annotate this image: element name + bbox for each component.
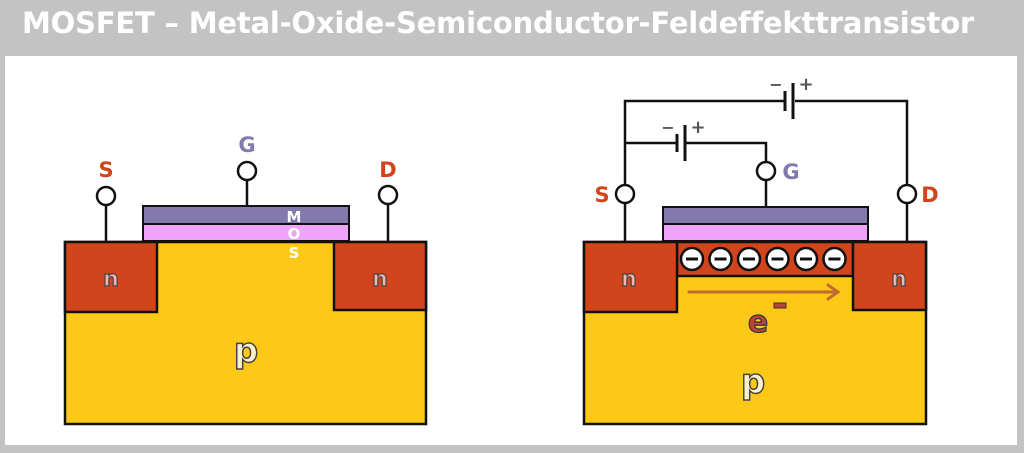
mos-letter-s: S	[289, 244, 300, 262]
metal-gate-on	[662, 206, 869, 225]
n-label-drain: n	[372, 267, 388, 292]
left-mosfet: S G D M O S n n p	[63, 133, 428, 426]
circuit-wires	[623, 99, 909, 242]
drain-battery-icon: − +	[769, 74, 814, 119]
n-region-drain	[332, 240, 428, 312]
right-mosfet: − + − + S G D e	[582, 74, 939, 426]
drain-label-on: D	[921, 183, 938, 207]
electron-flow-arrow-icon	[687, 283, 841, 301]
channel-charges	[679, 246, 847, 272]
metal-gate	[142, 205, 350, 225]
p-label: p	[234, 331, 258, 371]
electron-charge-icon	[679, 246, 705, 272]
n-region-source-on	[582, 240, 679, 314]
n-label-source: n	[103, 267, 119, 292]
electron-charge-icon	[793, 246, 819, 272]
drain-terminal-on	[896, 183, 918, 205]
n-region-source	[63, 240, 159, 314]
mos-letter-m: M	[287, 208, 302, 226]
svg-text:−: −	[769, 75, 782, 94]
electron-superscript	[773, 302, 787, 309]
mos-letter-o: O	[288, 225, 301, 243]
n-region-drain-on	[851, 240, 928, 312]
drain-label: D	[379, 158, 396, 182]
oxide-layer-on	[662, 223, 869, 242]
gate-label-on: G	[782, 160, 799, 184]
electron-charge-icon	[765, 246, 790, 272]
page-title: MOSFET – Metal-Oxide-Semiconductor-Felde…	[22, 6, 975, 40]
drain-terminal	[377, 184, 399, 206]
gate-terminal-on	[755, 160, 777, 182]
source-terminal	[95, 185, 117, 207]
gate-label: G	[238, 133, 255, 157]
svg-text:+: +	[798, 74, 813, 95]
svg-text:+: +	[690, 117, 705, 138]
n-label-drain-on: n	[891, 267, 907, 292]
gate-terminal	[236, 160, 258, 182]
electron-label: e	[748, 305, 768, 340]
n-label-source-on: n	[621, 267, 637, 292]
p-label-on: p	[741, 362, 765, 402]
electron-charge-icon	[736, 246, 762, 272]
svg-text:−: −	[661, 118, 674, 137]
source-terminal-on	[614, 183, 636, 205]
electron-charge-icon	[822, 246, 847, 272]
source-label-on: S	[594, 183, 609, 207]
oxide-layer	[142, 223, 350, 242]
electron-charge-icon	[708, 246, 733, 272]
gate-battery-icon: − +	[661, 117, 706, 161]
source-label: S	[98, 158, 113, 182]
